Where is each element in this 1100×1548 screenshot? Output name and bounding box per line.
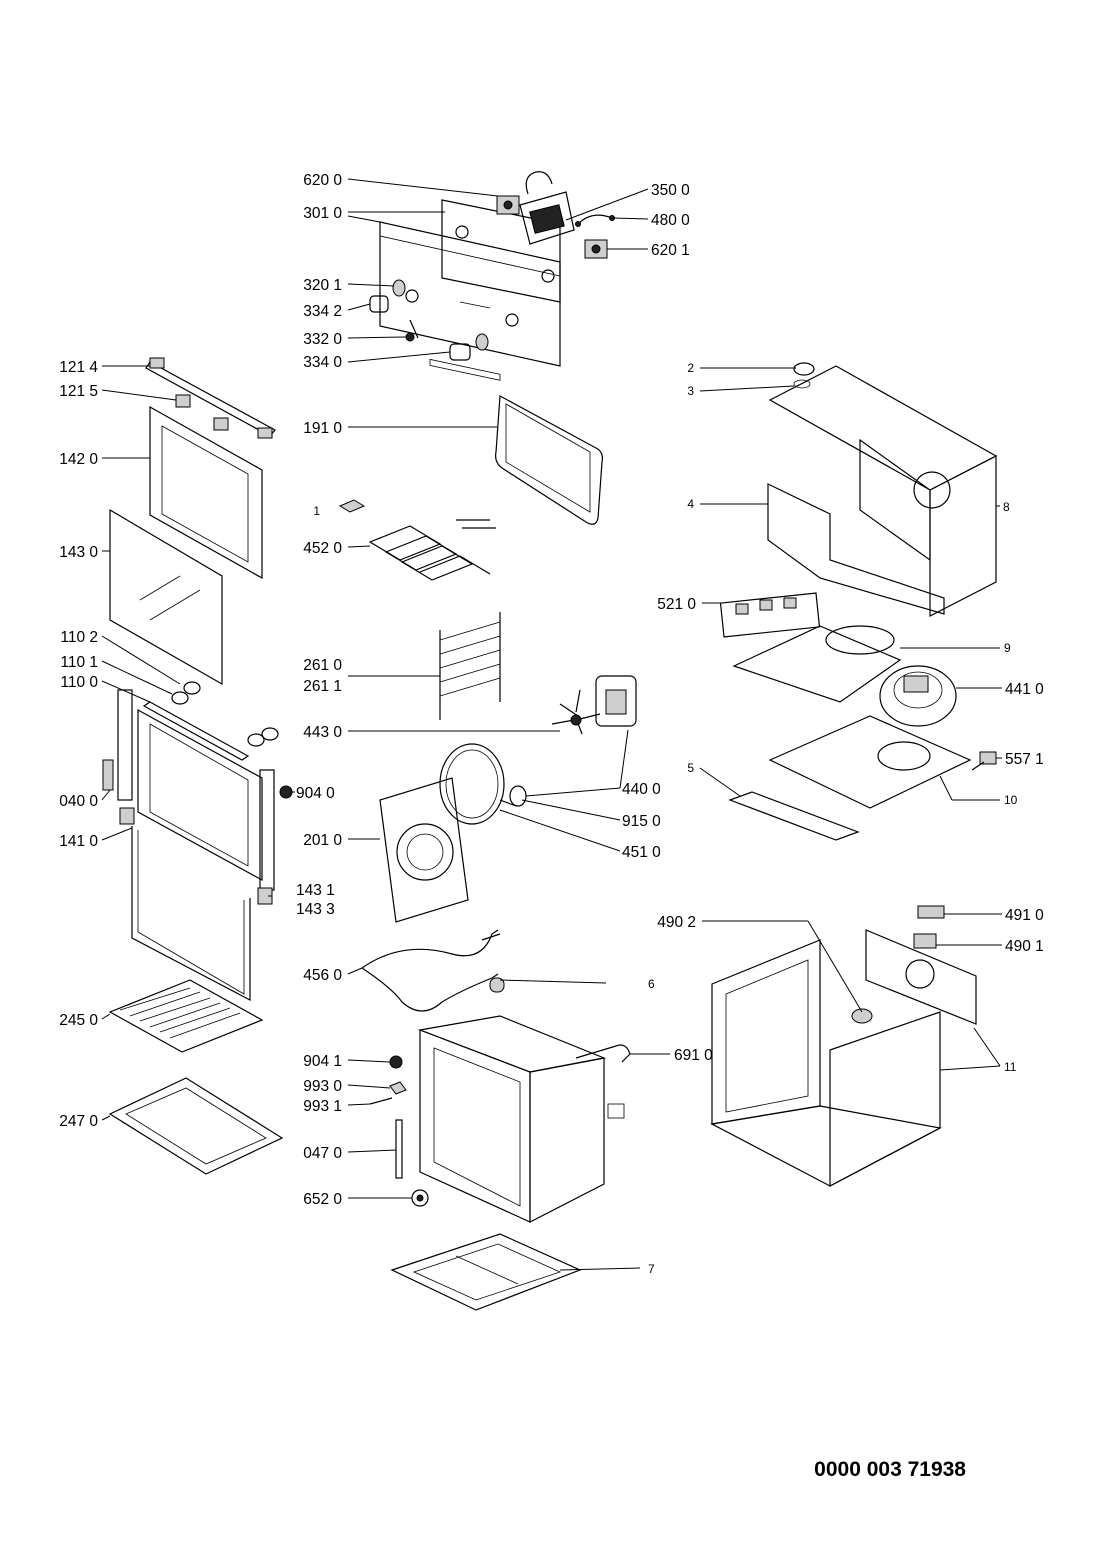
control-panel-part <box>379 199 561 381</box>
small-hardware-part <box>369 1055 429 1207</box>
bracket-4-part <box>767 483 945 615</box>
label-620-0: 620 0 <box>303 172 342 189</box>
label-490-1: 490 1 <box>1005 938 1044 955</box>
door-seal-141-part <box>131 826 251 1001</box>
label-334-2: 334 2 <box>303 303 342 320</box>
label-915-0: 915 0 <box>622 813 661 830</box>
label-904-1: 904 1 <box>303 1053 342 1070</box>
fan-duct-9-part <box>732 625 902 703</box>
control-board-521-part <box>719 592 821 638</box>
label-456-0: 456 0 <box>303 967 342 984</box>
label-301-0: 301 0 <box>303 205 342 222</box>
label-443-0: 443 0 <box>303 724 342 741</box>
label-10: 10 <box>1004 793 1018 807</box>
top-panel-8-part <box>768 362 998 617</box>
outer-door-glass-part <box>149 405 263 580</box>
label-201-0: 201 0 <box>303 832 342 849</box>
switch-620-1-part <box>584 239 608 259</box>
drawing-code: 0000 003 71938 <box>814 1458 966 1481</box>
ring-element-451-part <box>439 743 517 825</box>
grill-element-452-part <box>338 499 496 581</box>
switch-620-0-part <box>496 195 520 215</box>
label-261-0: 261 0 <box>303 657 342 674</box>
label-143-3: 143 3 <box>296 901 335 918</box>
label-2: 2 <box>687 361 694 375</box>
door-handle-part <box>145 357 276 439</box>
label-047-0: 047 0 <box>303 1145 342 1162</box>
label-440-0: 440 0 <box>622 781 661 798</box>
label-441-0: 441 0 <box>1005 681 1044 698</box>
label-521-0: 521 0 <box>657 596 696 613</box>
label-557-1: 557 1 <box>1005 751 1044 768</box>
label-1: 1 <box>313 504 320 518</box>
knob-parts <box>369 279 489 361</box>
hinge-discs-part <box>171 681 279 747</box>
label-334-0: 334 0 <box>303 354 342 371</box>
baking-tray-247-part <box>108 1077 284 1175</box>
label-452-0: 452 0 <box>303 540 342 557</box>
wire-480-part <box>575 214 615 227</box>
part-labels: 620 0 301 0 320 1 334 2 332 0 334 0 350 … <box>59 172 1044 1276</box>
label-491-0: 491 0 <box>1005 907 1044 924</box>
label-110-0: 110 0 <box>60 674 98 691</box>
label-110-2: 110 2 <box>60 629 98 646</box>
label-652-0: 652 0 <box>303 1191 342 1208</box>
label-451-0: 451 0 <box>622 844 661 861</box>
label-904-0: 904 0 <box>296 785 335 802</box>
door-gasket-191-part <box>495 395 603 525</box>
label-143-0: 143 0 <box>59 544 98 561</box>
label-11: 11 <box>1004 1060 1017 1074</box>
oven-cavity-part <box>417 977 631 1223</box>
side-racks-261-part <box>439 612 501 720</box>
fan-cover-201-part <box>379 777 469 923</box>
leader-lines <box>101 178 1002 1271</box>
clock-module-part <box>519 171 575 245</box>
label-142-0: 142 0 <box>59 451 98 468</box>
label-141-0: 141 0 <box>59 833 98 850</box>
label-9: 9 <box>1004 641 1011 655</box>
label-332-0: 332 0 <box>303 331 342 348</box>
label-261-1: 261 1 <box>303 678 342 695</box>
label-247-0: 247 0 <box>59 1113 98 1130</box>
outer-case-11-part <box>710 939 942 1187</box>
inner-door-glass-part <box>109 508 223 686</box>
label-121-4: 121 4 <box>59 359 98 376</box>
sensor-557-part <box>971 751 997 771</box>
label-4: 4 <box>687 497 694 511</box>
label-6: 6 <box>648 977 655 991</box>
label-993-0: 993 0 <box>303 1078 342 1095</box>
label-490-2: 490 2 <box>657 914 696 931</box>
label-245-0: 245 0 <box>59 1012 98 1029</box>
wire-shelf-245-part <box>108 979 264 1053</box>
base-panel-10-part <box>768 715 972 809</box>
label-191-0: 191 0 <box>303 420 342 437</box>
bottom-element-456-part <box>361 929 501 1012</box>
label-350-0: 350 0 <box>651 182 690 199</box>
fan-motor-440-part <box>509 675 637 807</box>
label-8: 8 <box>1003 500 1010 514</box>
label-691-0: 691 0 <box>674 1047 713 1064</box>
label-5: 5 <box>687 761 694 775</box>
rear-panel-part <box>865 905 977 1025</box>
label-121-5: 121 5 <box>59 383 98 400</box>
label-320-1: 320 1 <box>303 277 342 294</box>
front-strip-5-part <box>728 791 860 841</box>
label-620-1: 620 1 <box>651 242 690 259</box>
label-143-1: 143 1 <box>296 882 335 899</box>
label-993-1: 993 1 <box>303 1098 342 1115</box>
label-110-1: 110 1 <box>60 654 98 671</box>
door-frame-part <box>102 689 293 905</box>
cooling-fan-441-part <box>879 665 957 727</box>
label-7: 7 <box>648 1262 655 1276</box>
label-480-0: 480 0 <box>651 212 690 229</box>
base-tray-7-part <box>390 1233 582 1311</box>
label-040-0: 040 0 <box>59 793 98 810</box>
label-3: 3 <box>687 384 694 398</box>
